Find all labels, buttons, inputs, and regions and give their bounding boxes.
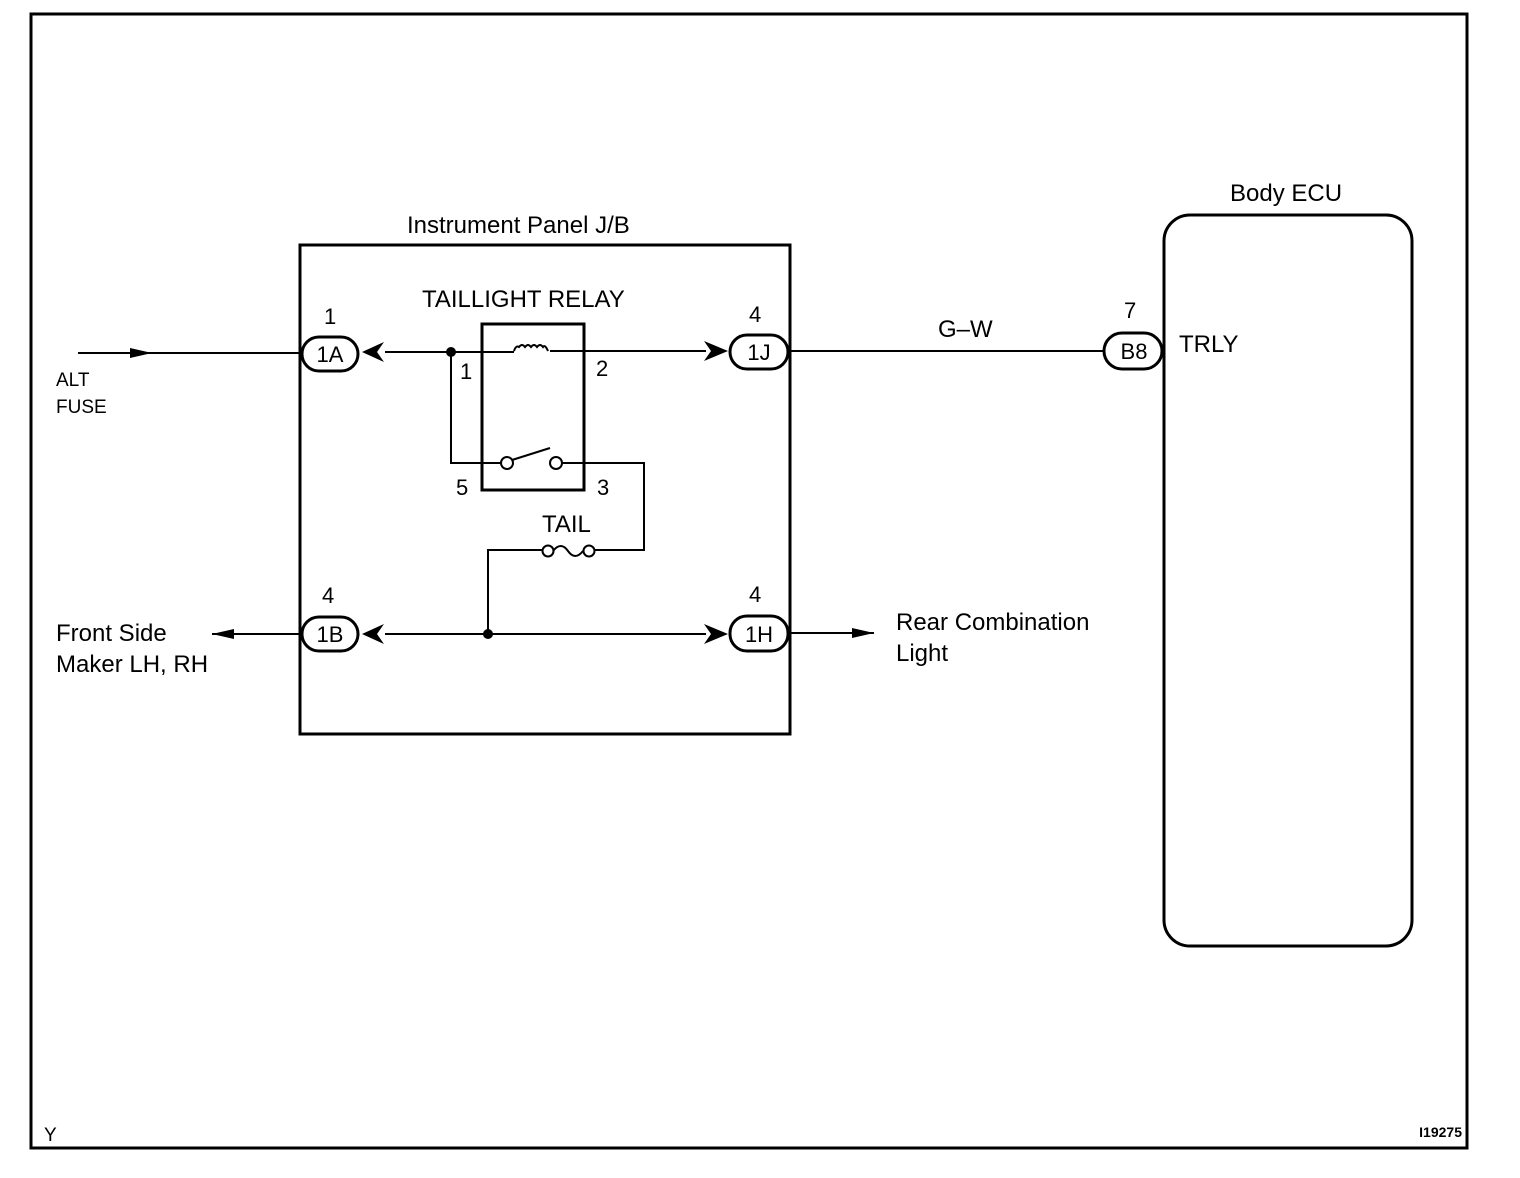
ecu-terminal-label: TRLY: [1179, 331, 1239, 358]
switch-contact-right: [549, 456, 563, 470]
connector-1B-pin: 4: [322, 583, 334, 608]
relay-pin-1: 1: [460, 359, 472, 384]
relay-coil-icon: [513, 344, 549, 352]
connector-1H-pin: 4: [749, 582, 761, 607]
junction-dot-bottom: [483, 629, 493, 639]
wire-pin1-to-switch: [450, 352, 501, 464]
relay-title: TAILLIGHT RELAY: [422, 286, 625, 313]
switch-blade: [511, 447, 551, 461]
rear-output-label-line2: Light: [896, 640, 948, 667]
connector-1H: [728, 614, 790, 653]
fuse-contact-right: [582, 544, 596, 558]
connector-1J-label: 1J: [747, 340, 770, 365]
ecu-box: [1162, 213, 1414, 948]
connector-1J-pin: 4: [749, 302, 761, 327]
connector-1H-label: 1H: [745, 622, 773, 647]
frame-code-right: I19275: [1419, 1124, 1462, 1140]
connector-1A: [300, 335, 360, 373]
fuse-icon: [552, 545, 584, 557]
relay-pin-2: 2: [596, 356, 608, 381]
ecu-connector-B8: [1102, 331, 1164, 371]
connector-1B-female-icon: [362, 624, 384, 644]
junction-block-title: Instrument Panel J/B: [407, 212, 630, 239]
ecu-title: Body ECU: [1230, 180, 1342, 207]
page-frame: [29, 12, 1469, 1150]
junction-block-box: [298, 243, 792, 736]
relay-box: [480, 322, 586, 492]
rear-output-label-line1: Rear Combination: [896, 609, 1089, 636]
fuse-label: TAIL: [542, 511, 591, 538]
connector-1J-male-icon: [704, 341, 728, 361]
fuse-contact-left: [541, 544, 555, 558]
source-arrow-icon: [130, 348, 152, 358]
connector-1A-label: 1A: [317, 342, 344, 367]
switch-contact-left: [500, 456, 514, 470]
connector-1H-male-icon: [704, 624, 728, 644]
frame-code-left: Y: [44, 1125, 57, 1146]
connector-1B: [300, 615, 360, 653]
front-output-label-line2: Maker LH, RH: [56, 651, 208, 678]
wire-fuse-to-bottom: [487, 549, 542, 633]
connector-1B-label: 1B: [317, 622, 344, 647]
connector-1J: [728, 333, 790, 371]
rear-output-arrow-icon: [852, 628, 874, 638]
relay-pin-3: 3: [597, 475, 609, 500]
front-output-arrow-icon: [212, 629, 234, 639]
connector-1A-pin: 1: [324, 304, 336, 329]
connector-1A-female-icon: [362, 342, 384, 362]
source-label-line2: FUSE: [56, 397, 107, 418]
front-output-label-line1: Front Side: [56, 620, 167, 647]
relay-pin-5: 5: [456, 475, 468, 500]
ecu-connector-pin: 7: [1124, 298, 1136, 323]
wire-color-label: G–W: [938, 316, 993, 343]
wire-switch-to-fuse: [562, 462, 645, 551]
ecu-connector-label: B8: [1121, 339, 1148, 364]
source-label-line1: ALT: [56, 370, 90, 391]
